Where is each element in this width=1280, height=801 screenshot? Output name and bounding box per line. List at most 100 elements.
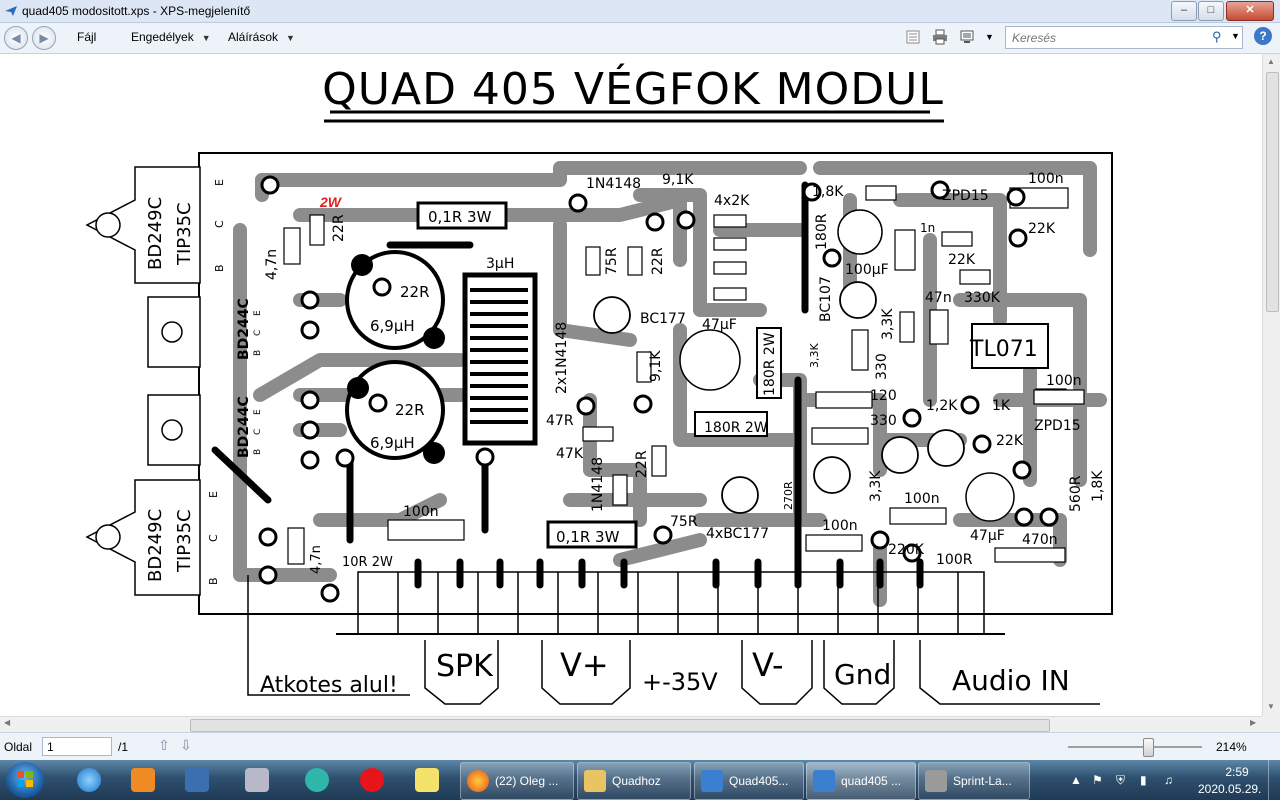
- network-icon[interactable]: ▮: [1140, 773, 1147, 787]
- chevron-down-icon: ▼: [286, 33, 295, 43]
- taskbar-task-firefox[interactable]: (22) Oleg ...: [460, 762, 574, 800]
- zoom-slider-track[interactable]: [1068, 746, 1202, 748]
- menu-permissions[interactable]: Engedélyek▼: [131, 30, 211, 44]
- label-transistor: TIP35C: [174, 509, 195, 573]
- menu-file-label: Fájl: [77, 30, 97, 44]
- maximize-button[interactable]: □: [1198, 1, 1224, 21]
- svg-text:1,2K: 1,2K: [926, 398, 958, 414]
- svg-text:100R: 100R: [936, 552, 973, 568]
- svg-text:1,8K: 1,8K: [1090, 470, 1106, 502]
- tray-expand-icon[interactable]: ▲: [1070, 773, 1082, 787]
- label-gnd: Gnd: [834, 658, 891, 691]
- next-page-arrow-icon[interactable]: ⇩: [180, 737, 192, 753]
- clock-time[interactable]: 2:59: [1225, 765, 1249, 779]
- minimize-button[interactable]: –: [1171, 1, 1197, 21]
- connector-brackets: [247, 575, 1100, 705]
- menu-permissions-label: Engedélyek: [131, 30, 194, 44]
- svg-text:100µF: 100µF: [845, 262, 889, 278]
- taskbar-pin-notes[interactable]: [400, 762, 454, 798]
- svg-text:E: E: [253, 310, 263, 316]
- component-labels: 22R 4,7n 0,1R 3W 1N4148 9,1K 4x2K 1,8K Z…: [264, 171, 1106, 574]
- horizontal-scroll-thumb[interactable]: [190, 719, 1050, 732]
- scroll-left-arrow-icon[interactable]: ◀: [4, 718, 11, 727]
- svg-text:100n: 100n: [822, 518, 858, 534]
- search-input[interactable]: [1010, 29, 1209, 47]
- search-icon[interactable]: ⚲: [1212, 29, 1222, 44]
- pcb-layout-drawing: QUAD 405 VÉGFOK MODUL: [85, 62, 1113, 705]
- taskbar-task-sprint[interactable]: Sprint-La...: [918, 762, 1030, 800]
- svg-text:270R: 270R: [782, 481, 795, 510]
- chevron-down-icon[interactable]: ▼: [1231, 31, 1240, 41]
- forward-button[interactable]: ▶: [32, 26, 56, 50]
- search-field[interactable]: ⚲ ▼: [1005, 26, 1243, 49]
- opera-icon: [360, 768, 384, 792]
- svg-text:BC177: BC177: [640, 311, 686, 327]
- taskbar-pin-media[interactable]: [116, 762, 170, 798]
- svg-text:3µH: 3µH: [486, 256, 514, 272]
- scroll-up-arrow-icon[interactable]: ▲: [1267, 57, 1275, 66]
- menu-signatures-label: Aláírások: [228, 30, 279, 44]
- svg-text:22R: 22R: [395, 401, 425, 419]
- zoom-slider-thumb[interactable]: [1143, 738, 1155, 757]
- vertical-scrollbar[interactable]: ▲ ▼: [1262, 54, 1280, 716]
- scroll-right-arrow-icon[interactable]: ▶: [1250, 718, 1257, 727]
- menu-file[interactable]: Fájl: [77, 30, 96, 44]
- taskbar-pin-explorer[interactable]: [170, 762, 224, 798]
- label-vplus: V+: [560, 646, 609, 684]
- svg-text:560R: 560R: [1068, 475, 1084, 512]
- svg-text:C: C: [207, 534, 220, 542]
- volume-icon[interactable]: ♫: [1164, 773, 1173, 787]
- horizontal-scrollbar[interactable]: ◀ ▶: [0, 716, 1262, 733]
- svg-text:ZPD15: ZPD15: [942, 188, 989, 204]
- svg-text:180R 2W: 180R 2W: [762, 332, 778, 396]
- start-button[interactable]: [6, 762, 44, 798]
- taskbar-task-xps-2[interactable]: quad405 ...: [806, 762, 916, 800]
- menu-signatures[interactable]: Aláírások ▼: [228, 30, 295, 44]
- flag-icon[interactable]: ⚑: [1092, 773, 1103, 787]
- taskbar-task-folder[interactable]: Quadhoz: [577, 762, 691, 800]
- svg-text:E: E: [207, 491, 220, 498]
- svg-text:BC107: BC107: [818, 276, 834, 322]
- svg-text:C: C: [253, 330, 263, 336]
- close-button[interactable]: ✕: [1226, 1, 1274, 21]
- svg-text:330K: 330K: [964, 290, 1001, 306]
- label-transistor: BD244C: [236, 396, 252, 458]
- label-audio-in: Audio IN: [952, 664, 1070, 697]
- windows-logo-icon: [17, 771, 33, 787]
- outline-icon[interactable]: [905, 29, 921, 45]
- taskbar-pin-ie[interactable]: [62, 762, 116, 798]
- system-tray: ▲ ⚑ ⛨ ▮ ♫ 2:59 2020.05.29.: [1062, 760, 1280, 800]
- back-button[interactable]: ◀: [4, 26, 28, 50]
- show-desktop-button[interactable]: [1268, 760, 1280, 800]
- clock-date[interactable]: 2020.05.29.: [1198, 782, 1262, 796]
- page-number-input[interactable]: [42, 737, 112, 756]
- taskbar-pin-tool[interactable]: [230, 762, 284, 798]
- antivirus-icon[interactable]: ⛨: [1116, 773, 1126, 787]
- taskbar-task-xps-1[interactable]: Quad405...: [694, 762, 804, 800]
- taskbar-pin-app[interactable]: [290, 762, 344, 798]
- taskbar-pin-opera[interactable]: [345, 762, 399, 798]
- vertical-scroll-thumb[interactable]: [1266, 72, 1279, 312]
- svg-text:22R: 22R: [331, 214, 347, 242]
- svg-text:4,7n: 4,7n: [264, 249, 280, 280]
- help-icon[interactable]: ?: [1254, 27, 1272, 45]
- svg-text:B: B: [207, 577, 220, 585]
- chevron-down-icon[interactable]: ▼: [985, 32, 994, 42]
- previous-page-arrow-icon[interactable]: ⇧: [158, 737, 170, 753]
- svg-text:330: 330: [874, 353, 890, 380]
- window-title: quad405 modositott.xps - XPS-megjelenítő: [22, 4, 251, 18]
- scroll-down-arrow-icon[interactable]: ▼: [1267, 702, 1275, 711]
- svg-text:22K: 22K: [948, 252, 976, 268]
- document-title: QUAD 405 VÉGFOK MODUL: [322, 62, 944, 115]
- label-supply: +-35V: [642, 668, 718, 696]
- svg-text:470n: 470n: [1022, 532, 1058, 548]
- svg-text:3,3K: 3,3K: [880, 308, 896, 340]
- scissors-icon: [245, 768, 269, 792]
- firefox-icon: [467, 770, 489, 792]
- sticky-notes-icon: [415, 768, 439, 792]
- print-icon[interactable]: [932, 29, 948, 45]
- svg-text:4x2K: 4x2K: [714, 193, 750, 209]
- svg-text:22R: 22R: [650, 247, 666, 275]
- svg-text:100n: 100n: [1028, 171, 1064, 187]
- zoom-icon[interactable]: [960, 29, 976, 45]
